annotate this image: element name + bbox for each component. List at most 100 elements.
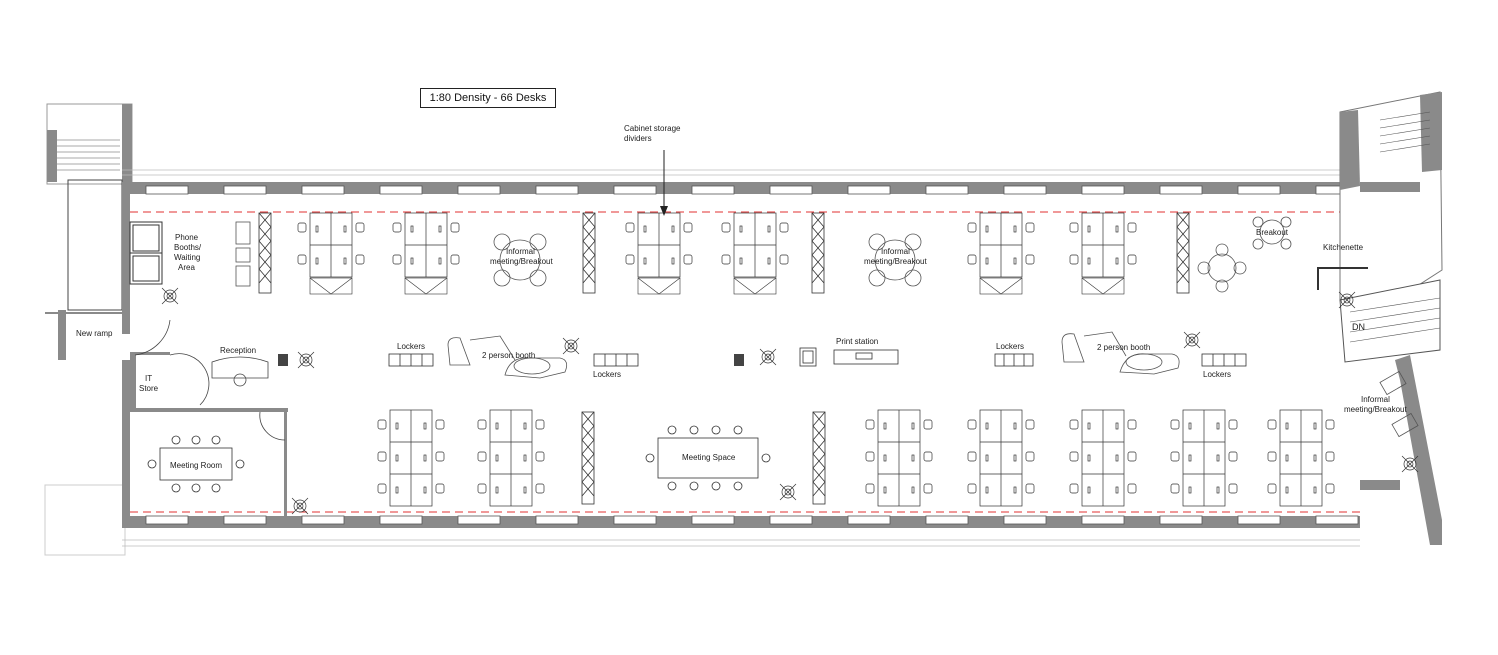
window xyxy=(1003,185,1047,195)
desk-clusters xyxy=(297,212,1335,507)
monitor xyxy=(739,257,743,265)
window xyxy=(379,515,423,525)
monitor xyxy=(1087,486,1091,494)
cabinet-divider xyxy=(811,212,825,294)
desk-cluster xyxy=(865,409,933,507)
chair xyxy=(1127,483,1137,494)
chair xyxy=(1025,254,1035,265)
chair xyxy=(355,254,365,265)
plant-icon xyxy=(161,287,179,305)
monitor xyxy=(671,257,675,265)
monitor xyxy=(985,486,989,494)
chair xyxy=(1069,483,1079,494)
chair xyxy=(450,222,460,233)
chair xyxy=(1127,222,1137,233)
monitor xyxy=(343,225,347,233)
phone-label-2: Booths/ xyxy=(174,243,202,252)
chair xyxy=(1325,451,1335,462)
booth-1-label: 2 person booth xyxy=(482,351,535,360)
desk-pedestal xyxy=(404,277,448,295)
monitor xyxy=(883,454,887,462)
informal-1-label-1: Informal xyxy=(506,247,535,256)
chair xyxy=(477,419,487,430)
monitor xyxy=(1115,257,1119,265)
desk-pedestal xyxy=(733,277,777,295)
chair xyxy=(435,419,445,430)
it-store-label-1: IT xyxy=(145,374,152,383)
window xyxy=(1237,185,1281,195)
chair xyxy=(477,483,487,494)
chair xyxy=(392,222,402,233)
chair xyxy=(865,483,875,494)
outer-walls xyxy=(122,169,1360,547)
chair xyxy=(967,222,977,233)
window xyxy=(1159,185,1203,195)
monitor xyxy=(495,422,499,430)
chair xyxy=(683,254,693,265)
window xyxy=(847,185,891,195)
chair xyxy=(865,419,875,430)
monitor xyxy=(1087,257,1091,265)
informal-1-label-2: meeting/Breakout xyxy=(490,257,553,266)
lockers-label-4: Lockers xyxy=(1203,370,1231,379)
chair xyxy=(1267,419,1277,430)
desk-cluster xyxy=(297,212,365,278)
chair xyxy=(1170,419,1180,430)
chair xyxy=(865,451,875,462)
chair xyxy=(1325,483,1335,494)
window xyxy=(769,515,813,525)
monitor xyxy=(1115,454,1119,462)
chair xyxy=(1069,222,1079,233)
chair xyxy=(625,254,635,265)
monitor xyxy=(1313,486,1317,494)
labels: Cabinet storage dividers Phone Booths/ W… xyxy=(76,124,1407,470)
cabinet-divider xyxy=(258,212,272,294)
chair xyxy=(1170,483,1180,494)
desk-cluster xyxy=(1170,409,1238,507)
monitor xyxy=(1216,486,1220,494)
chair xyxy=(779,222,789,233)
monitor xyxy=(315,257,319,265)
new-ramp-label: New ramp xyxy=(76,329,113,338)
plant-icon xyxy=(1338,291,1356,309)
monitor xyxy=(911,454,915,462)
informal-3-label-2: meeting/Breakout xyxy=(1344,405,1407,414)
monitor xyxy=(911,422,915,430)
reception-desk xyxy=(211,356,269,387)
window xyxy=(379,185,423,195)
monitor xyxy=(423,486,427,494)
window xyxy=(301,515,345,525)
monitor xyxy=(523,422,527,430)
lockers-label-3: Lockers xyxy=(996,342,1024,351)
monitor xyxy=(343,257,347,265)
monitor xyxy=(883,422,887,430)
monitor xyxy=(1285,486,1289,494)
chair xyxy=(535,419,545,430)
window xyxy=(1315,515,1359,525)
chair xyxy=(1127,254,1137,265)
window xyxy=(457,515,501,525)
window xyxy=(535,185,579,195)
monitor xyxy=(523,486,527,494)
chair xyxy=(967,419,977,430)
window xyxy=(223,515,267,525)
chair xyxy=(450,254,460,265)
window xyxy=(847,515,891,525)
phone-booths xyxy=(129,221,163,285)
chair xyxy=(1127,419,1137,430)
window xyxy=(691,185,735,195)
monitor xyxy=(1013,257,1017,265)
monitor xyxy=(985,422,989,430)
desk-cluster xyxy=(967,212,1035,278)
left-stair-block xyxy=(44,103,133,556)
chair xyxy=(923,451,933,462)
chair xyxy=(377,451,387,462)
meeting-space-table xyxy=(645,425,771,491)
chair xyxy=(377,419,387,430)
monitor xyxy=(643,257,647,265)
monitor xyxy=(767,225,771,233)
chair xyxy=(1325,419,1335,430)
cabinet-label-2: dividers xyxy=(624,134,652,143)
monitor xyxy=(395,486,399,494)
